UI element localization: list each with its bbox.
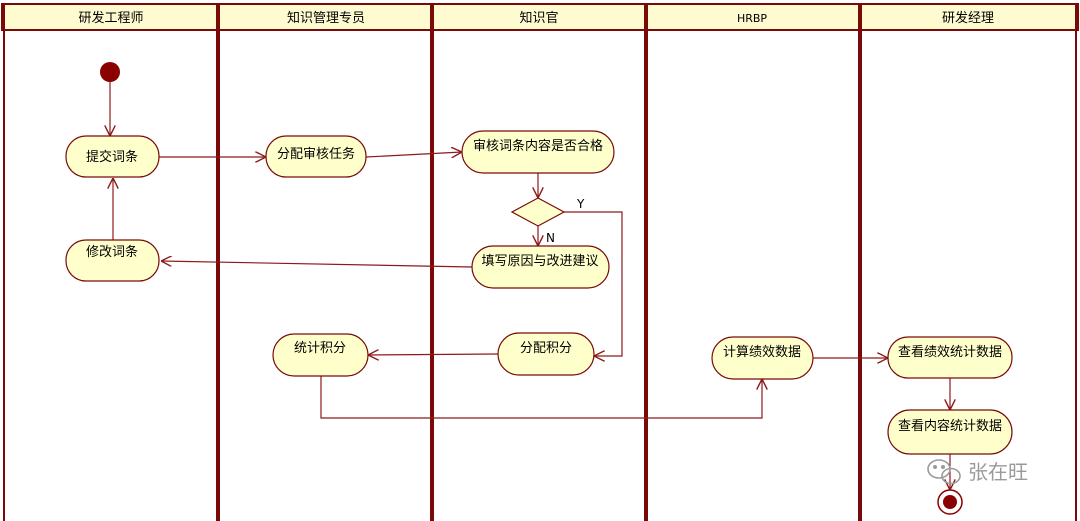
edge-reason-revise bbox=[161, 261, 473, 268]
node-view-performance[interactable]: 查看绩效统计数据 bbox=[887, 336, 1013, 379]
edge-points-stat bbox=[368, 354, 499, 355]
node-assign-points[interactable]: 分配积分 bbox=[497, 332, 595, 376]
node-submit-entry[interactable]: 提交词条 bbox=[65, 135, 160, 178]
lane-header-hrbp: HRBP bbox=[737, 12, 767, 25]
lane-header-kmgr: 知识管理专员 bbox=[287, 10, 365, 26]
lane-header-kofficer: 知识官 bbox=[519, 10, 558, 26]
node-reason-suggestion[interactable]: 填写原因与改进建议 bbox=[471, 245, 610, 289]
header-band bbox=[1, 3, 1079, 31]
lane-dividers bbox=[3, 4, 1077, 521]
start-node bbox=[100, 62, 120, 82]
svg-text:查看内容统计数据: 查看内容统计数据 bbox=[898, 418, 1002, 434]
lane-header-dev: 研发工程师 bbox=[78, 10, 143, 26]
lane-header-devmgr: 研发经理 bbox=[942, 10, 994, 26]
wechat-icon bbox=[927, 459, 961, 485]
watermark: 张在旺 bbox=[927, 459, 1028, 485]
watermark-text: 张在旺 bbox=[968, 460, 1028, 484]
svg-text:修改词条: 修改词条 bbox=[86, 244, 138, 260]
svg-text:统计积分: 统计积分 bbox=[294, 341, 346, 356]
svg-text:审核词条内容是否合格: 审核词条内容是否合格 bbox=[473, 138, 603, 154]
node-calc-performance[interactable]: 计算绩效数据 bbox=[711, 336, 814, 380]
node-review-entry[interactable]: 审核词条内容是否合格 bbox=[461, 130, 615, 174]
guard-yes-label: Y bbox=[576, 197, 585, 211]
edge-assign-review bbox=[365, 152, 462, 157]
svg-text:分配积分: 分配积分 bbox=[520, 341, 572, 356]
svg-text:查看绩效统计数据: 查看绩效统计数据 bbox=[898, 344, 1002, 360]
svg-text:计算绩效数据: 计算绩效数据 bbox=[723, 345, 801, 360]
svg-text:提交词条: 提交词条 bbox=[86, 149, 138, 165]
guard-no-label: N bbox=[546, 231, 555, 245]
node-view-content[interactable]: 查看内容统计数据 bbox=[887, 409, 1013, 455]
node-stat-points[interactable]: 统计积分 bbox=[272, 333, 369, 377]
end-node bbox=[937, 489, 963, 515]
node-revise-entry[interactable]: 修改词条 bbox=[65, 239, 160, 282]
edge-decision-yes bbox=[564, 211, 623, 356]
decision-diamond bbox=[510, 197, 566, 227]
svg-text:分配审核任务: 分配审核任务 bbox=[277, 146, 355, 162]
svg-text:填写原因与改进建议: 填写原因与改进建议 bbox=[481, 254, 598, 269]
node-assign-task[interactable]: 分配审核任务 bbox=[265, 135, 367, 178]
edge-stat-calc bbox=[320, 376, 762, 419]
